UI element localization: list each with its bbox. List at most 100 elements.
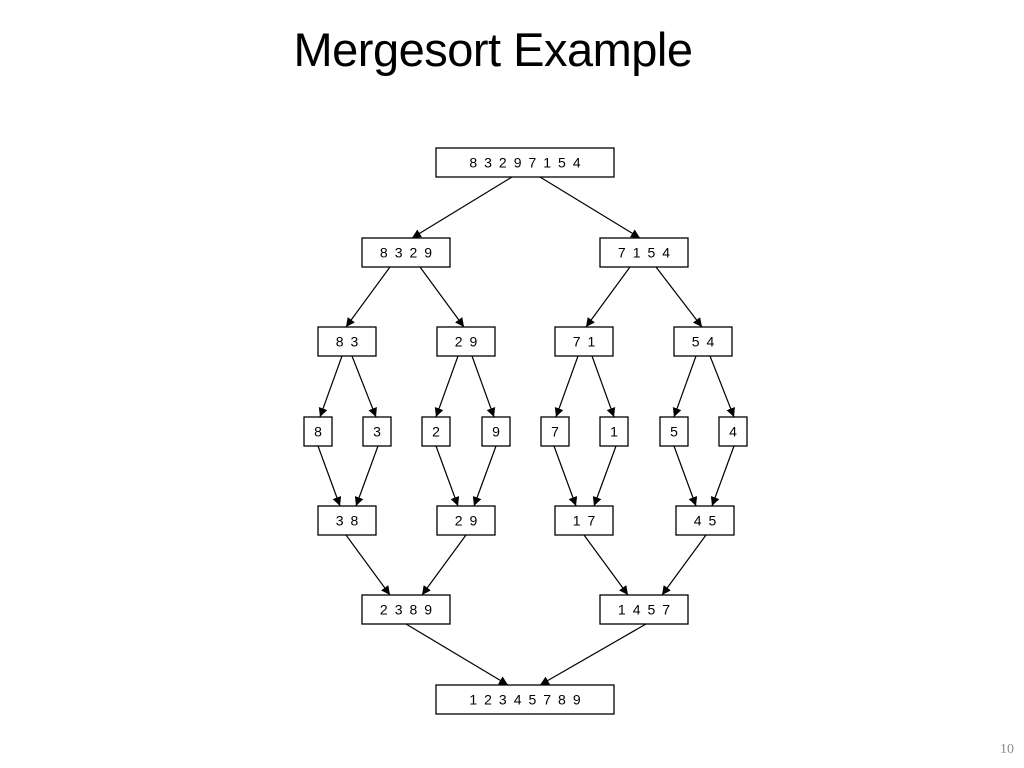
node-label: 7 1 <box>573 334 596 350</box>
node-label: 7 1 5 4 <box>618 245 670 261</box>
node-label: 4 5 <box>694 513 717 529</box>
edge-R-to-RL <box>585 266 631 328</box>
node-label: 1 4 5 7 <box>618 602 670 618</box>
node-s9: 9 <box>481 416 511 447</box>
node-label: 5 4 <box>692 334 715 350</box>
edge-root-to-R <box>539 176 641 239</box>
node-box <box>361 237 451 268</box>
slide-title: Mergesort Example <box>293 23 694 76</box>
node-RL: 7 1 <box>554 326 614 357</box>
edge-RR-to-s4 <box>709 355 735 418</box>
node-box <box>599 594 689 625</box>
node-label: 8 3 2 9 7 1 5 4 <box>469 155 581 171</box>
edge-L-to-LL <box>345 266 391 328</box>
edge-m2389-to-final <box>405 623 509 686</box>
edge-s5-to-m45 <box>673 445 698 507</box>
node-label: 2 <box>432 424 440 440</box>
node-m17: 1 7 <box>554 505 614 536</box>
edge-LL-to-s8 <box>318 355 343 418</box>
edge-s1-to-m17 <box>592 445 617 507</box>
edge-s8-to-m38 <box>317 445 342 507</box>
node-RR: 5 4 <box>673 326 733 357</box>
node-box <box>540 416 570 447</box>
nodes-layer: 8 3 2 9 7 1 5 4 8 3 2 9 7 1 5 4 8 3 2 9 7 1 5 … <box>303 147 748 715</box>
node-label: 3 <box>373 424 381 440</box>
node-s5: 5 <box>659 416 689 447</box>
edge-s7-to-m17 <box>553 445 578 507</box>
node-box <box>361 594 451 625</box>
node-s4: 4 <box>718 416 748 447</box>
node-box <box>554 326 614 357</box>
node-LL: 8 3 <box>317 326 377 357</box>
node-label: 4 <box>729 424 737 440</box>
node-box <box>718 416 748 447</box>
edge-m45-to-m1457 <box>661 534 707 596</box>
edge-RL-to-s7 <box>554 355 579 418</box>
node-box <box>362 416 392 447</box>
edge-s3-to-m38 <box>354 445 379 507</box>
edge-m17-to-m1457 <box>583 534 629 596</box>
node-label: 8 3 2 9 <box>380 245 432 261</box>
node-label: 1 <box>610 424 618 440</box>
edge-L-to-LR <box>419 266 465 328</box>
node-label: 7 <box>551 424 559 440</box>
node-box <box>673 326 733 357</box>
edges-layer <box>317 176 735 686</box>
node-label: 5 <box>670 424 678 440</box>
node-box <box>599 237 689 268</box>
node-s2: 2 <box>421 416 451 447</box>
node-LR: 2 9 <box>436 326 496 357</box>
node-box <box>435 147 615 178</box>
node-m38: 3 8 <box>317 505 377 536</box>
node-box <box>435 684 615 715</box>
node-box <box>317 326 377 357</box>
node-m1457: 1 4 5 7 <box>599 594 689 625</box>
node-label: 3 8 <box>336 513 359 529</box>
node-L: 8 3 2 9 <box>361 237 451 268</box>
node-label: 2 9 <box>455 513 478 529</box>
edge-LR-to-s2 <box>434 355 459 418</box>
edge-m1457-to-final <box>539 623 647 686</box>
node-label: 9 <box>492 424 500 440</box>
node-box <box>554 505 614 536</box>
node-label: 1 7 <box>573 513 596 529</box>
edge-m29-to-m2389 <box>421 534 467 596</box>
node-box <box>675 505 735 536</box>
slide-number: 10 <box>1000 742 1014 757</box>
edge-s9-to-m29 <box>472 445 497 507</box>
node-box <box>659 416 689 447</box>
node-box <box>421 416 451 447</box>
edge-LR-to-s9 <box>471 355 496 418</box>
node-s3: 3 <box>362 416 392 447</box>
edge-RR-to-s5 <box>672 355 697 418</box>
node-label: 8 3 <box>336 334 359 350</box>
node-box <box>317 505 377 536</box>
edge-s4-to-m45 <box>710 445 735 507</box>
node-root: 8 3 2 9 7 1 5 4 <box>435 147 615 178</box>
node-s8: 8 <box>303 416 333 447</box>
node-s1: 1 <box>599 416 629 447</box>
node-label: 1 2 3 4 5 7 8 9 <box>469 692 581 708</box>
node-s7: 7 <box>540 416 570 447</box>
node-final: 1 2 3 4 5 7 8 9 <box>435 684 615 715</box>
node-box <box>436 326 496 357</box>
node-box <box>436 505 496 536</box>
edge-m38-to-m2389 <box>345 534 391 596</box>
node-R: 7 1 5 4 <box>599 237 689 268</box>
edge-RL-to-s1 <box>591 355 616 418</box>
edge-s2-to-m29 <box>435 445 460 507</box>
node-box <box>303 416 333 447</box>
node-m45: 4 5 <box>675 505 735 536</box>
node-box <box>599 416 629 447</box>
node-label: 8 <box>314 424 322 440</box>
node-label: 2 3 8 9 <box>380 602 432 618</box>
node-label: 2 9 <box>455 334 478 350</box>
edge-R-to-RR <box>655 266 703 328</box>
edge-LL-to-s3 <box>351 355 377 418</box>
node-box <box>481 416 511 447</box>
node-m29: 2 9 <box>436 505 496 536</box>
node-m2389: 2 3 8 9 <box>361 594 451 625</box>
edge-root-to-L <box>411 176 513 239</box>
